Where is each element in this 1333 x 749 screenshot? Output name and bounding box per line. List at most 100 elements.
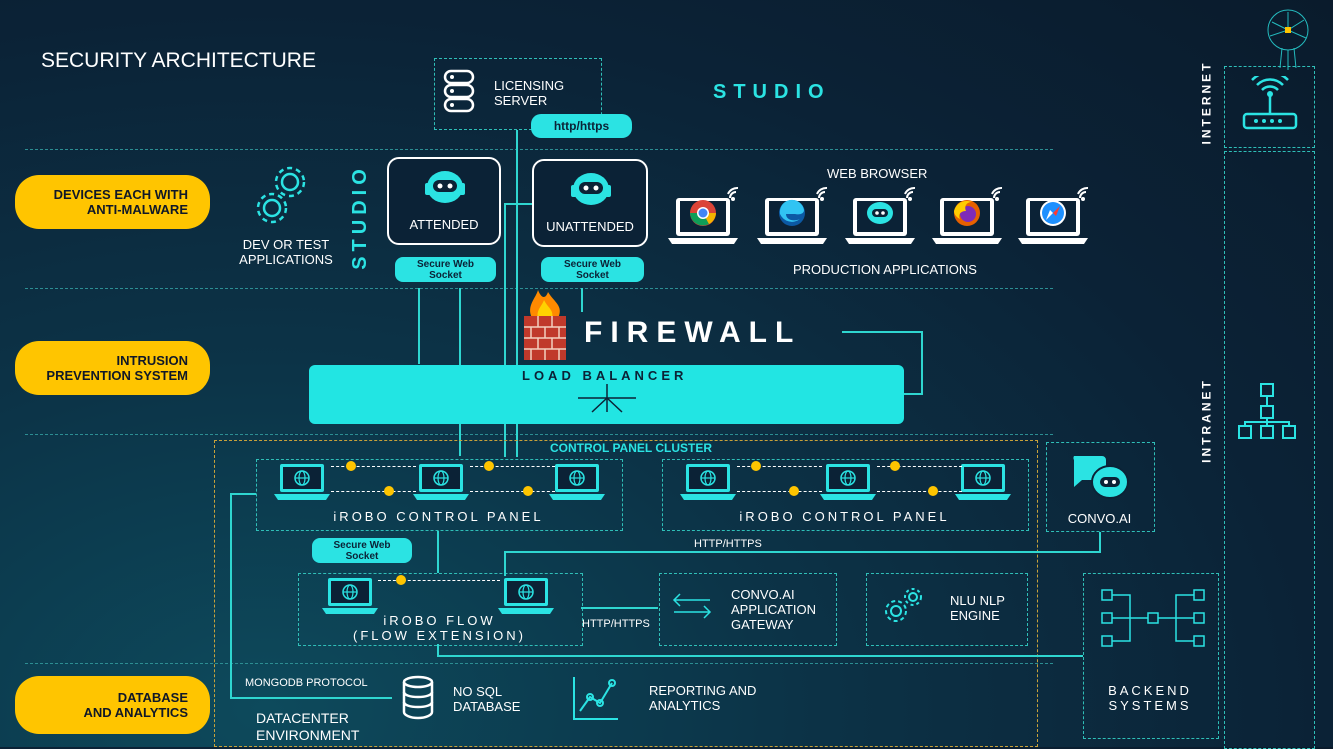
laptop-node-icon bbox=[820, 464, 876, 500]
nlu-engine-box bbox=[866, 573, 1028, 646]
convo-ai-box bbox=[1046, 442, 1155, 532]
node-link bbox=[331, 466, 416, 467]
intranet-zone bbox=[1224, 151, 1315, 749]
database-icon bbox=[443, 69, 475, 113]
connector-line bbox=[504, 551, 506, 576]
gears-icon bbox=[256, 166, 306, 224]
irobo-browser-icon bbox=[845, 186, 916, 244]
connector-line bbox=[418, 288, 420, 364]
laptop-node-icon bbox=[498, 578, 554, 614]
nlu-line: ENGINE bbox=[950, 608, 1000, 623]
flow-line: iROBO FLOW bbox=[383, 613, 496, 628]
intranet-label: INTRANET bbox=[1199, 378, 1214, 463]
node-connector-dot bbox=[523, 486, 533, 496]
separator-line bbox=[25, 149, 1053, 150]
connector-line bbox=[437, 531, 439, 573]
node-link bbox=[470, 466, 555, 467]
laptop-node-icon bbox=[549, 464, 605, 500]
unattended-label: UNATTENDED bbox=[546, 219, 634, 234]
separator-line bbox=[25, 663, 1053, 664]
datacenter-line: ENVIRONMENT bbox=[256, 727, 360, 743]
node-connector-dot bbox=[384, 486, 394, 496]
firewall-icon bbox=[524, 290, 566, 360]
gears-icon bbox=[885, 588, 922, 622]
http-https-label: http/https bbox=[531, 114, 632, 138]
gateway-line: APPLICATION bbox=[731, 602, 817, 617]
node-connector-dot bbox=[484, 461, 494, 471]
node-connector-dot bbox=[751, 461, 761, 471]
separator-line bbox=[25, 288, 1053, 289]
laptop-node-icon bbox=[413, 464, 469, 500]
page-title: SECURITY ARCHITECTURE bbox=[41, 49, 316, 72]
nosql-line: NO SQL bbox=[453, 684, 503, 699]
load-balancer-label: LOAD BALANCER bbox=[522, 368, 688, 383]
laptop-node-icon bbox=[680, 464, 736, 500]
http-https-gateway-label: HTTP/HTTPS bbox=[582, 618, 650, 630]
connector-line bbox=[230, 493, 256, 495]
nosql-line: DATABASE bbox=[453, 699, 521, 714]
node-connector-dot bbox=[396, 575, 406, 585]
laptop-node-icon bbox=[955, 464, 1011, 500]
robot-icon bbox=[571, 173, 611, 205]
studio-heading: STUDIO bbox=[713, 81, 831, 103]
connector-line bbox=[437, 644, 439, 656]
control-panel-label-2: iROBO CONTROL PANEL bbox=[739, 509, 950, 524]
node-link bbox=[331, 491, 416, 492]
flow-line: (FLOW EXTENSION) bbox=[353, 628, 526, 643]
network-hierarchy-icon bbox=[1238, 383, 1296, 439]
internet-label: INTERNET bbox=[1199, 60, 1214, 145]
analytics-chart-icon bbox=[573, 677, 618, 720]
secure-web-socket-label: Secure Web Socket bbox=[312, 538, 412, 563]
connector-line bbox=[921, 331, 923, 394]
http-https-convo-label: HTTP/HTTPS bbox=[694, 538, 762, 550]
laptop-node-icon bbox=[322, 578, 378, 614]
safari-browser-icon bbox=[1018, 186, 1089, 244]
connector-line bbox=[516, 130, 518, 457]
node-link bbox=[470, 491, 555, 492]
secure-web-socket-label: Secure Web Socket bbox=[541, 257, 644, 282]
firewall-label: FIREWALL bbox=[584, 316, 802, 349]
layer-line: INTRUSION bbox=[116, 353, 189, 368]
router-icon bbox=[1242, 76, 1298, 130]
node-link bbox=[737, 466, 822, 467]
backend-line: SYSTEMS bbox=[1108, 698, 1192, 713]
reporting-line: REPORTING AND bbox=[649, 683, 757, 698]
datacenter-line: DATACENTER bbox=[256, 710, 349, 726]
connector-line bbox=[437, 655, 1083, 657]
connector-line bbox=[1099, 532, 1101, 553]
studio-vertical-label: STUDIO bbox=[349, 164, 371, 270]
control-panel-box-1 bbox=[256, 459, 623, 531]
laptop-node-icon bbox=[274, 464, 330, 500]
layer-line: DATABASE bbox=[117, 690, 188, 705]
connector-line bbox=[581, 607, 658, 609]
layer-line: ANTI-MALWARE bbox=[86, 202, 188, 217]
connector-line bbox=[904, 393, 923, 395]
licensing-server-label: LICENSING SERVER bbox=[494, 78, 564, 108]
node-connector-dot bbox=[346, 461, 356, 471]
gateway-line: CONVO.AI bbox=[731, 587, 795, 602]
node-connector-dot bbox=[928, 486, 938, 496]
edge-browser-icon bbox=[757, 186, 828, 244]
robot-icon bbox=[425, 171, 465, 203]
reporting-line: ANALYTICS bbox=[649, 698, 721, 713]
attended-label: ATTENDED bbox=[409, 217, 479, 232]
connector-line bbox=[504, 203, 506, 457]
control-panel-box-2 bbox=[662, 459, 1029, 531]
licensing-line1: LICENSING bbox=[494, 78, 565, 93]
irobo-flow-box bbox=[298, 573, 583, 646]
load-balancer-icon bbox=[578, 384, 636, 413]
backend-line: BACKEND bbox=[1108, 683, 1192, 698]
connector-line bbox=[581, 288, 583, 312]
firefox-browser-icon bbox=[932, 186, 1003, 244]
connector-line bbox=[504, 203, 532, 205]
nlu-line: NLU NLP bbox=[950, 593, 1005, 608]
separator-line bbox=[25, 434, 1053, 435]
node-link bbox=[877, 491, 962, 492]
